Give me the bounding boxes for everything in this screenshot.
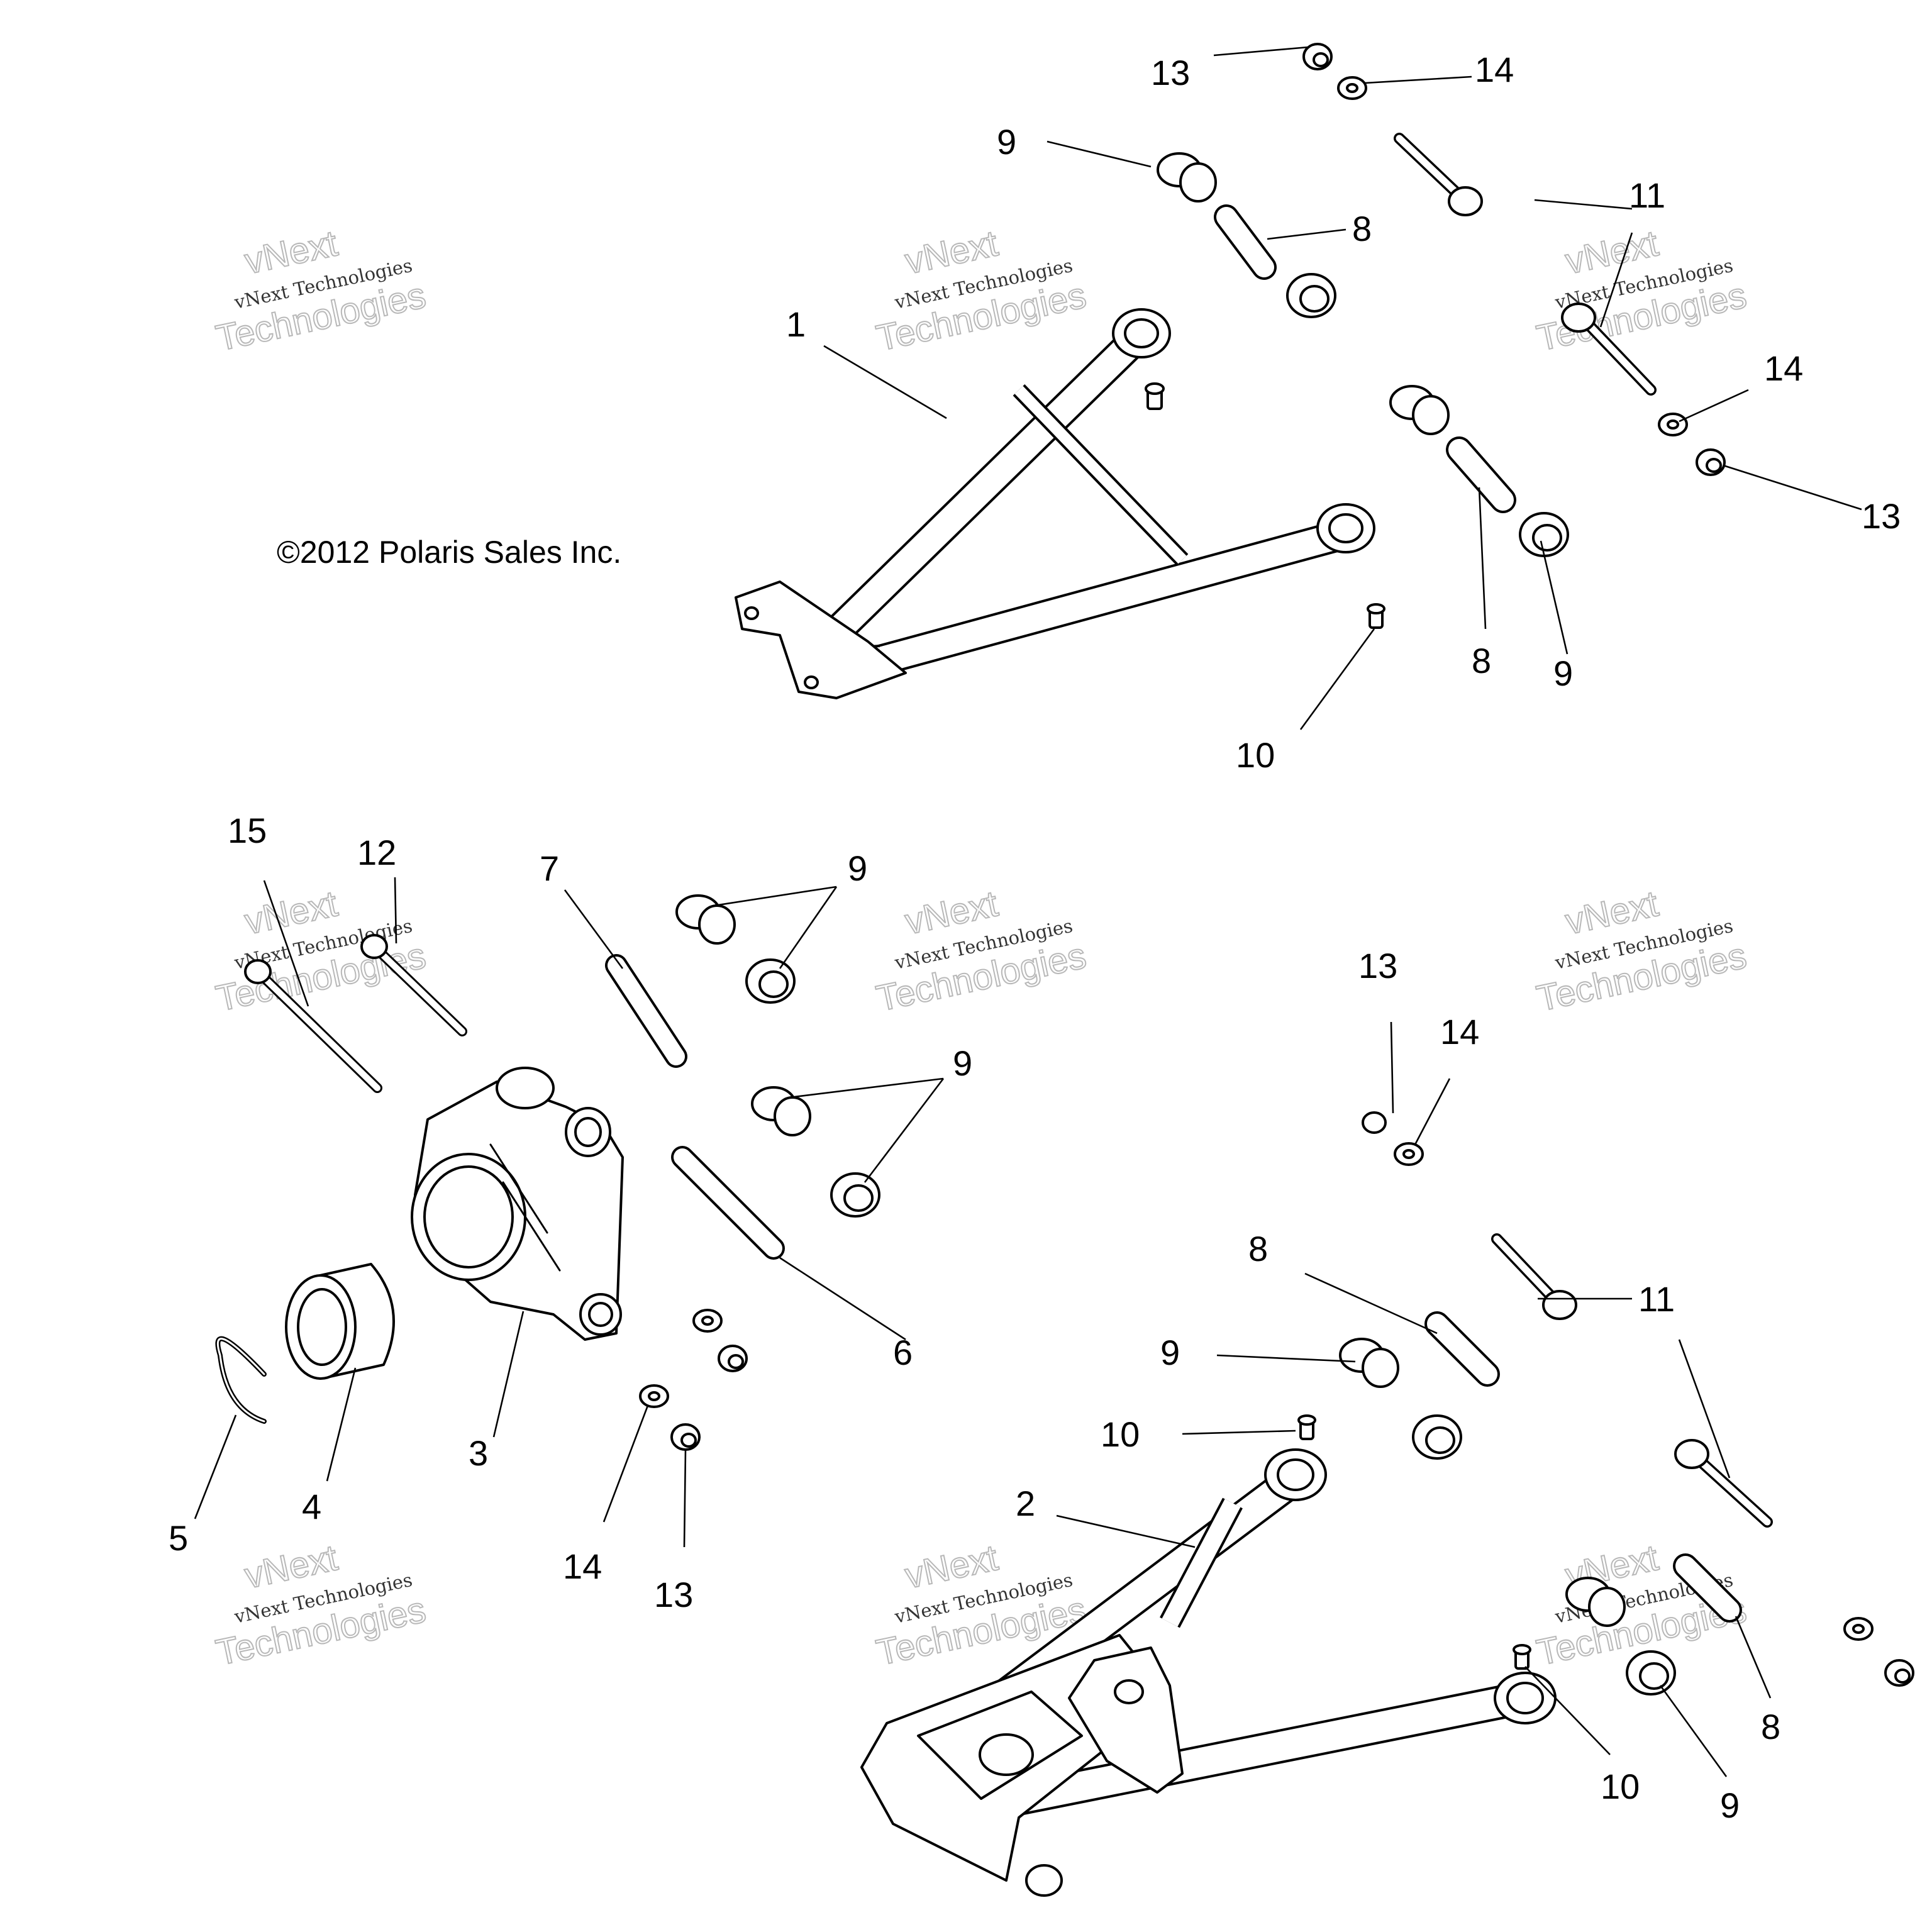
wheel-knuckle: [411, 1067, 624, 1341]
callout-8: 8: [1352, 209, 1372, 248]
callout-9: 9: [1160, 1333, 1180, 1372]
callout-14: 14: [1475, 50, 1514, 89]
bushing: [1626, 1650, 1676, 1696]
washers: [639, 76, 1874, 1641]
watermark: vNext vNext Technologies Technologies: [872, 882, 1091, 1020]
callout-9: 9: [1720, 1785, 1740, 1825]
bushings: [675, 152, 1676, 1696]
washer: [1337, 76, 1367, 100]
pivot-tube: [1424, 1311, 1500, 1387]
callout-11: 11: [1638, 1279, 1675, 1319]
lock-nut: [1362, 1111, 1387, 1134]
pivot-tube: [1214, 204, 1277, 280]
grease-fitting: [1297, 1414, 1316, 1440]
callout-6: 6: [893, 1333, 913, 1372]
grease-fitting: [1145, 382, 1165, 410]
bushing: [1157, 152, 1217, 203]
bushing: [751, 1086, 811, 1136]
bushing: [1389, 385, 1450, 435]
callout-11: 11: [1629, 175, 1665, 215]
callout-13: 13: [1358, 946, 1397, 985]
bushing: [745, 958, 796, 1004]
bushing: [1339, 1338, 1399, 1388]
bushing: [1565, 1577, 1626, 1627]
bolt: [1394, 133, 1483, 216]
bolts: [244, 133, 1773, 1528]
bushing: [830, 1172, 880, 1218]
callout-14: 14: [1764, 348, 1803, 388]
callout-9: 9: [1553, 653, 1573, 693]
callout-14: 14: [1440, 1012, 1479, 1052]
callout-4: 4: [302, 1487, 321, 1526]
callout-10: 10: [1236, 735, 1275, 775]
watermark: vNext vNext Technologies Technologies: [212, 1536, 430, 1674]
lock-nut: [1302, 43, 1333, 70]
bushing: [1286, 273, 1336, 318]
washer: [1658, 413, 1688, 436]
callout-8: 8: [1472, 641, 1491, 680]
callout-8: 8: [1248, 1229, 1268, 1269]
lock-nut: [1884, 1659, 1914, 1687]
watermark: vNext vNext Technologies Technologies: [872, 222, 1091, 360]
pivot-tube: [1673, 1553, 1742, 1623]
lock-nut: [1696, 448, 1726, 476]
pivot-tube: [605, 954, 687, 1068]
callout-9: 9: [953, 1043, 972, 1083]
callout-14: 14: [563, 1546, 602, 1586]
grease-fittings: [1145, 382, 1531, 1670]
washer: [1394, 1142, 1424, 1166]
callout-13: 13: [1862, 496, 1901, 536]
washer: [639, 1384, 669, 1408]
pivot-tube: [1446, 436, 1516, 513]
callout-9: 9: [997, 122, 1016, 162]
pivot-tube: [671, 1146, 785, 1260]
bolt: [360, 934, 467, 1036]
lock-nut: [718, 1345, 748, 1372]
callout-13: 13: [654, 1575, 693, 1614]
callout-10: 10: [1601, 1767, 1640, 1806]
bolt: [244, 959, 382, 1093]
callout-2: 2: [1016, 1484, 1035, 1523]
leader-lines: [194, 46, 1862, 1777]
callout-3: 3: [469, 1433, 488, 1473]
grease-fitting: [1513, 1644, 1531, 1670]
upper-a-arm: [735, 308, 1375, 699]
callout-1: 1: [786, 304, 806, 344]
washer: [1843, 1617, 1874, 1641]
copyright-notice: ©2012 Polaris Sales Inc.: [277, 535, 621, 570]
bushing: [1519, 512, 1569, 557]
bushing: [675, 894, 736, 945]
callout-labels: 13 14 9 11 8 1 14 13 8 9 10 15 12 7 9 9 …: [169, 50, 1901, 1825]
bolt: [1561, 303, 1657, 396]
bolt: [1674, 1439, 1773, 1528]
watermark: vNext vNext Technologies Technologies: [1533, 882, 1751, 1020]
callout-15: 15: [228, 811, 267, 850]
bolt: [1491, 1233, 1577, 1320]
callout-13: 13: [1151, 53, 1190, 92]
callout-7: 7: [540, 848, 559, 888]
callout-12: 12: [357, 833, 396, 872]
pivot-tubes: [605, 204, 1742, 1623]
callout-9: 9: [848, 848, 867, 888]
callout-8: 8: [1761, 1707, 1780, 1746]
snap-ring: [215, 1336, 267, 1424]
bushing: [1412, 1414, 1462, 1460]
washer: [692, 1309, 723, 1333]
watermarks: vNext vNext Technologies Technologies vN…: [212, 222, 1751, 1674]
watermark: vNext vNext Technologies Technologies: [212, 222, 430, 360]
grease-fitting: [1367, 603, 1385, 629]
callout-10: 10: [1101, 1414, 1140, 1454]
lower-a-arm: [860, 1448, 1557, 1897]
lock-nut: [670, 1423, 701, 1451]
wheel-bearing: [285, 1263, 395, 1380]
watermark: vNext vNext Technologies Technologies: [1533, 222, 1751, 360]
nuts: [670, 43, 1914, 1687]
callout-5: 5: [169, 1518, 188, 1558]
